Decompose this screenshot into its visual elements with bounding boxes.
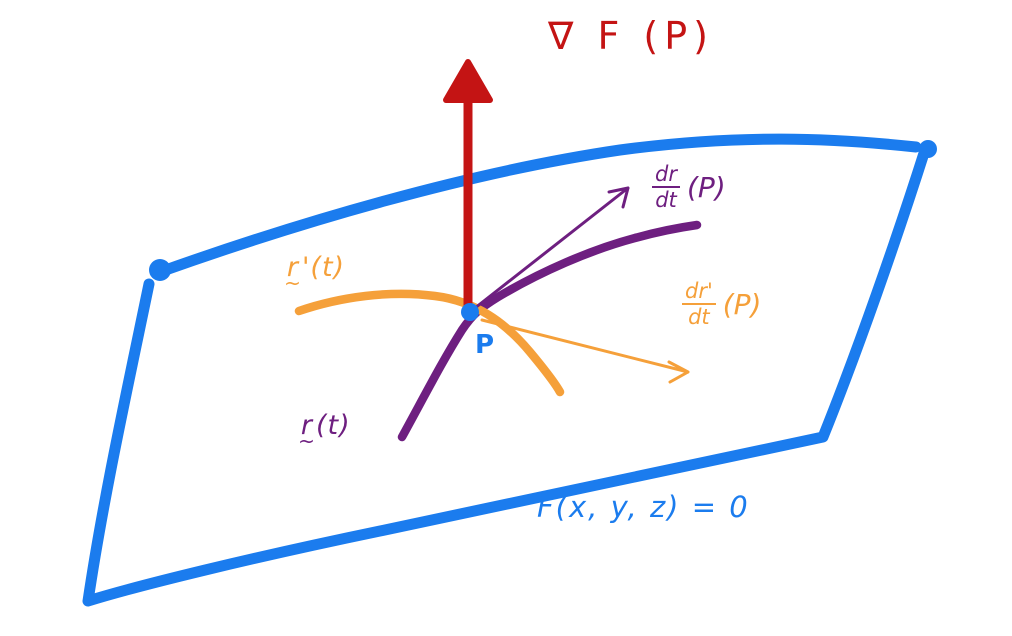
tangent-r-prime-suffix: (P) (722, 287, 762, 321)
tangent-r-suffix: (P) (686, 170, 726, 204)
point-p-dot (461, 303, 479, 321)
curve-r-letter-stack: r ~ (298, 410, 316, 454)
tangent-r-denominator: dt (655, 188, 677, 213)
curve-r-label: r ~ (t) (298, 410, 351, 454)
surface-outline (82, 133, 931, 607)
surface-corner-dot-left (149, 259, 171, 281)
curve-r-prime-path (294, 289, 565, 397)
curve-r-prime-rest: (t) (310, 252, 346, 283)
tangent-r-numerator: dr (652, 163, 680, 189)
curve-r-prime-tilde: ~ (284, 271, 302, 296)
curve-r-tilde: ~ (298, 429, 316, 454)
curve-r-letter: r (300, 410, 314, 441)
tangent-r-prime-label: dr' dt (P) (682, 280, 761, 328)
curve-r-prime-letter-stack: r ~ (284, 252, 302, 296)
curve-r-prime-letter: r (286, 252, 300, 283)
tangent-r-prime-arrow (480, 318, 690, 384)
surface-equation-label: F(x, y, z) = 0 (537, 490, 750, 524)
curve-r-prime-prime-mark: ' (301, 252, 311, 283)
tangent-r-prime-fraction: dr' dt (682, 280, 716, 328)
tangent-r-prime-denominator: dt (688, 305, 710, 330)
tangent-r-arrow (473, 186, 630, 310)
curve-r-prime-label: r ~ '(t) (284, 252, 346, 296)
surface-corner-dot-right (919, 140, 937, 158)
tangent-r-prime-numerator: dr' (682, 280, 716, 306)
gradient-arrow-head (443, 59, 493, 103)
curve-r-path (397, 220, 702, 442)
gradient-label: ∇ F (P) (548, 14, 715, 58)
tangent-r-label: dr dt (P) (652, 163, 726, 211)
point-p-label: P (475, 330, 495, 360)
tangent-r-fraction: dr dt (652, 163, 680, 211)
curve-r-rest: (t) (315, 410, 351, 441)
